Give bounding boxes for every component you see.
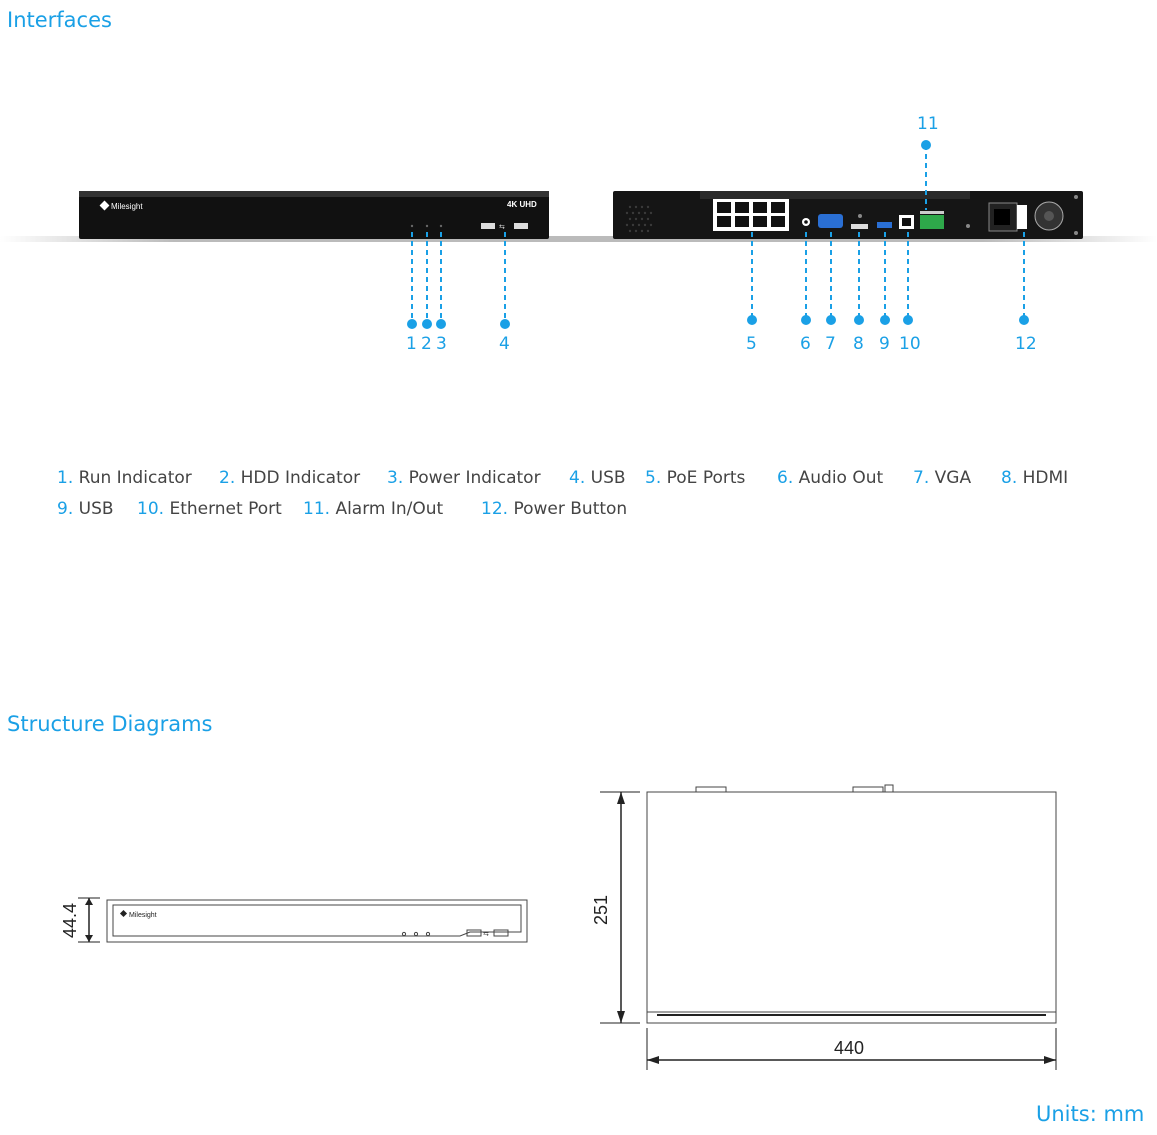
callout-4: 4 [499,334,510,354]
front-panel: Milesight 4K UHD ⇆ [79,191,549,239]
width-dimension-label: 440 [834,1038,864,1058]
power-led-icon [439,224,443,228]
callout-8: 8 [853,334,864,354]
callout-6: 6 [800,334,811,354]
depth-dimension-label: 251 [591,895,611,925]
milesight-logo-icon [119,909,128,918]
power-switch-icon [1017,205,1027,229]
legend-item-poe-ports: 5. PoE Ports [645,468,746,488]
legend-item-run-indicator: 1. Run Indicator [57,468,192,488]
hdd-led-icon [425,224,429,228]
callout-9: 9 [879,334,890,354]
usb-port-icon [493,929,509,937]
legend-item-vga: 7. VGA [913,468,972,488]
vga-port-icon [818,214,843,228]
poe-ports-icon [713,199,789,231]
callout-12: 12 [1015,334,1037,354]
structure-diagram: Milesight ⇆ 44.4 251 440 [60,784,1057,1070]
legend-item-power-button: 12. Power Button [481,499,628,519]
front-badge: 4K UHD [507,200,537,209]
legend-item-usb-rear: 9. USB [57,499,114,519]
callout-11: 11 [917,114,939,134]
height-dimension-label: 44.4 [60,903,80,938]
usb-port-icon [466,929,482,937]
run-led-icon [410,224,414,228]
callout-leaders [411,145,1025,323]
usb-port-icon [481,223,495,229]
alarm-terminal-icon [920,215,944,229]
svg-text:⇆: ⇆ [483,931,489,938]
usb-symbol-icon: ⇆ [499,224,505,231]
callout-dots [407,140,1029,329]
callout-7: 7 [825,334,836,354]
floor-shadow [0,236,1157,242]
legend-item-usb: 4. USB [569,468,626,488]
callout-5: 5 [746,334,757,354]
rear-panel [613,191,1083,239]
vent-icon [625,205,653,233]
usb-port-icon [514,223,528,229]
legend-item-alarm-in-out: 11. Alarm In/Out [303,499,444,519]
structure-front-brand: Milesight [129,912,157,919]
callout-3: 3 [436,334,447,354]
legend-item-ethernet-port: 10. Ethernet Port [137,499,282,519]
interfaces-title: Interfaces [7,8,112,32]
hdmi-port-icon [851,224,868,229]
legend-item-hdd-indicator: 2. HDD Indicator [219,468,361,488]
legend-item-hdmi: 8. HDMI [1001,468,1069,488]
front-brand: Milesight [111,202,143,211]
top-view-drawing: 251 440 [591,784,1057,1070]
legend-item-power-indicator: 3. Power Indicator [387,468,541,488]
milesight-logo-icon [99,200,110,211]
legend-item-audio-out: 6. Audio Out [777,468,884,488]
usb3-port-icon [877,222,892,228]
structure-title: Structure Diagrams [7,712,213,736]
interfaces-diagram: Milesight 4K UHD ⇆ [0,140,1157,329]
callout-10: 10 [899,334,921,354]
callout-1: 1 [406,334,417,354]
front-view-drawing: Milesight ⇆ 44.4 [60,897,528,943]
units-label: Units: mm [1036,1102,1145,1126]
callout-2: 2 [421,334,432,354]
